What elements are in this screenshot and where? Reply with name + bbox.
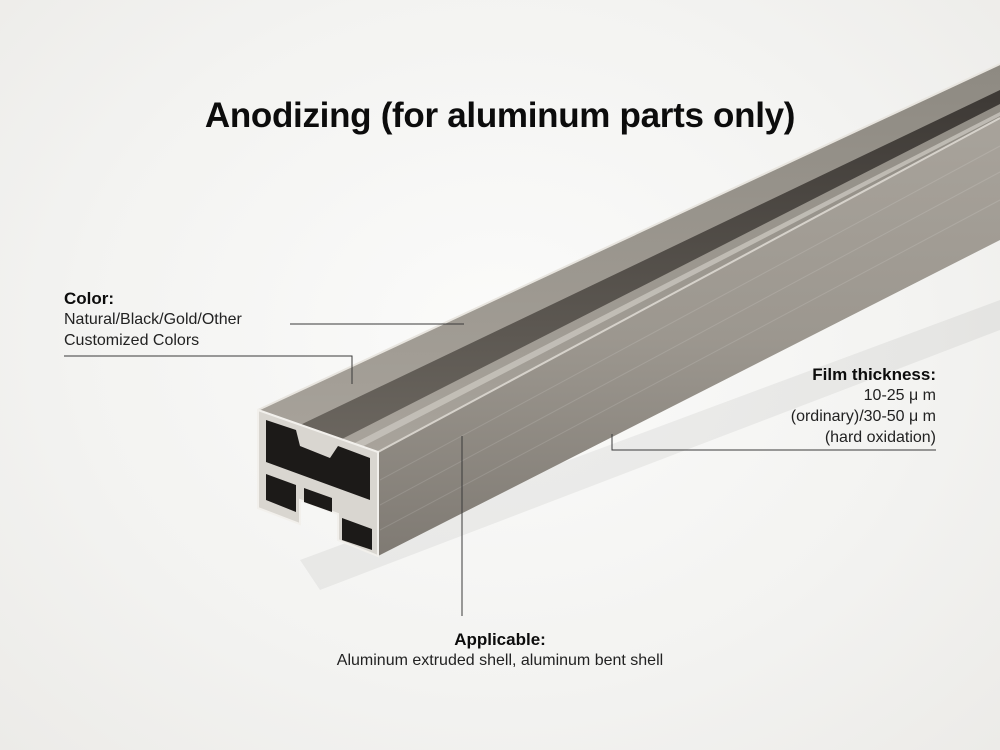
callout-film-thickness-heading: Film thickness: — [812, 365, 936, 384]
edge-highlight-lower — [377, 117, 1000, 453]
callout-applicable-text: Aluminum extruded shell, aluminum bent s… — [336, 652, 664, 669]
cavity-lower-left — [266, 474, 296, 512]
leader-lines — [64, 323, 936, 616]
brushed-texture — [379, 145, 1000, 531]
callout-film-thickness: Film thickness: 10-25 μ m (ordinary)/30-… — [676, 364, 936, 448]
bar-top-groove — [298, 90, 1000, 440]
callout-color: Color: Natural/Black/Gold/Other Customiz… — [64, 288, 324, 351]
bar-front-face — [378, 118, 1000, 556]
leader-line-film — [611, 434, 936, 451]
cavity-lower-middle — [304, 488, 332, 512]
callout-color-text: Natural/Black/Gold/Other Customized Colo… — [64, 311, 242, 349]
callout-film-thickness-text: 10-25 μ m (ordinary)/30-50 μ m (hard oxi… — [790, 387, 936, 446]
bar-shadow — [300, 300, 1000, 590]
bar-top-surface — [258, 64, 1000, 452]
callout-color-heading: Color: — [64, 289, 115, 308]
cavity-upper — [266, 420, 370, 500]
callout-applicable: Applicable: Aluminum extruded shell, alu… — [250, 629, 750, 671]
edge-highlight — [257, 63, 1000, 411]
cavity-lower-right — [342, 518, 372, 550]
leader-line-color-bottom — [64, 355, 353, 384]
page-title: Anodizing (for aluminum parts only) — [204, 96, 796, 135]
callout-applicable-heading: Applicable: — [454, 630, 546, 649]
groove-highlight — [345, 112, 1000, 452]
